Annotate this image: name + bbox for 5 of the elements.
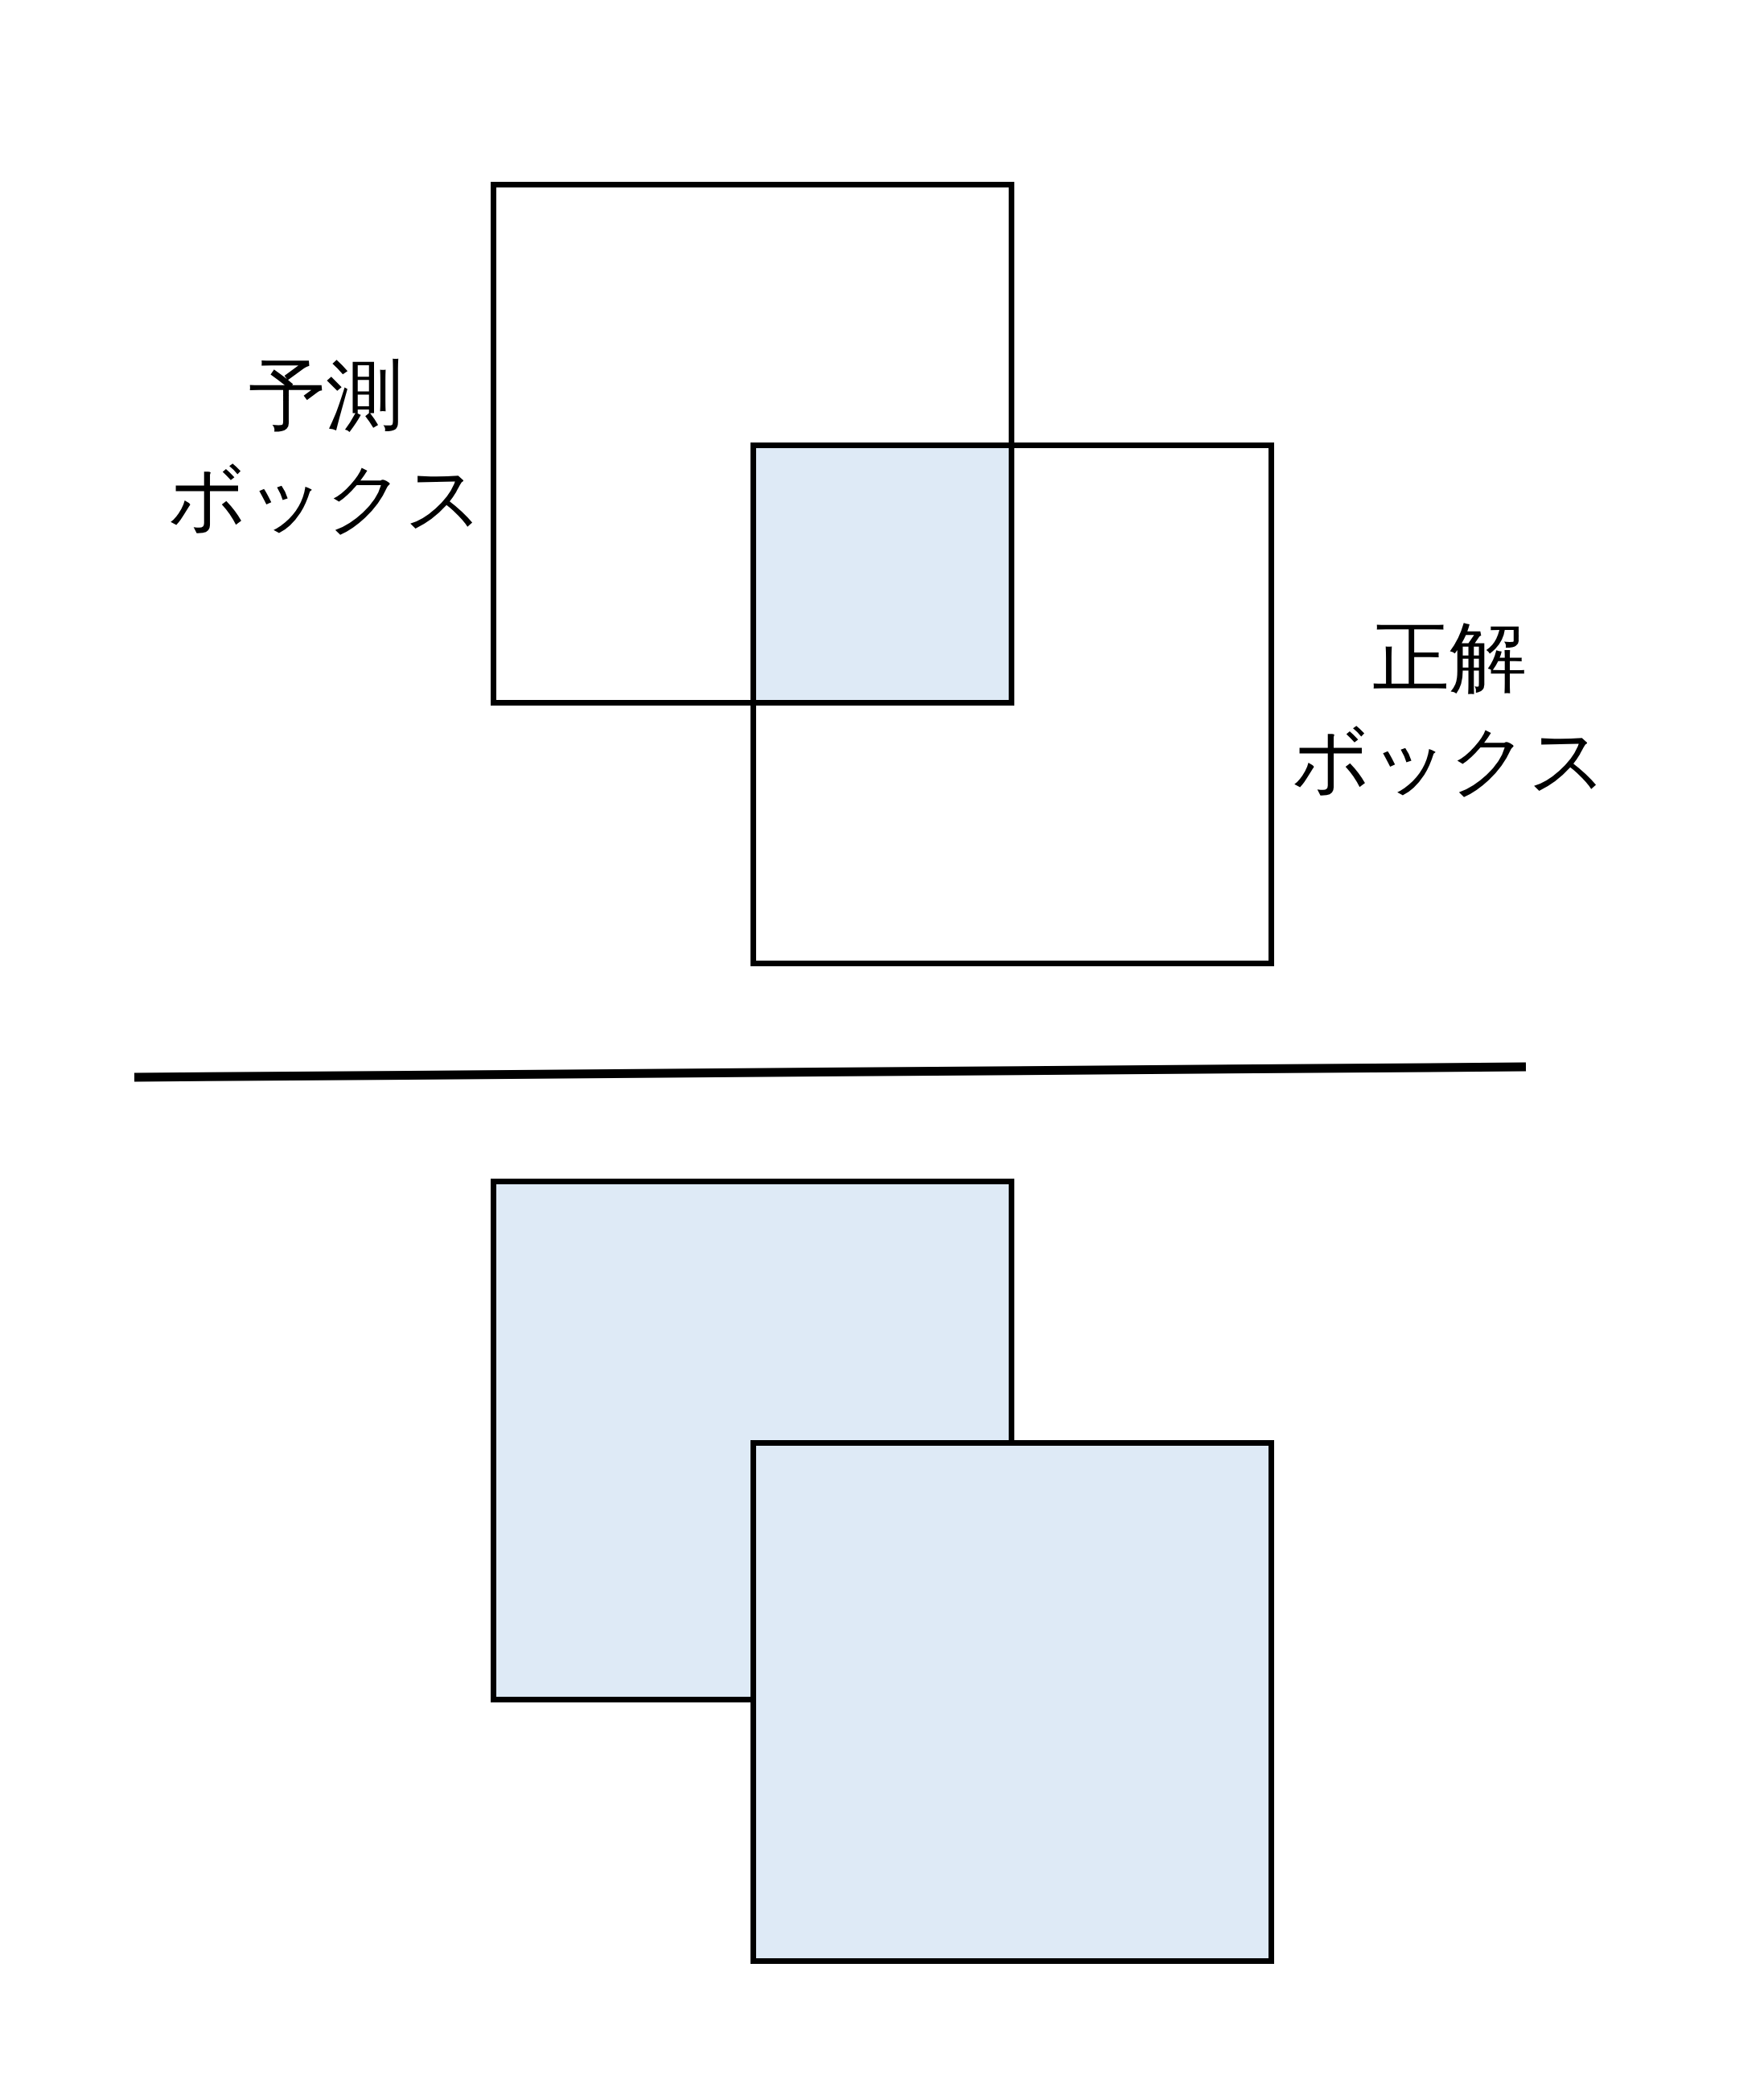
intersection-area <box>754 446 1011 702</box>
rear-box <box>491 1179 1014 1702</box>
box-label: 正解ボックス <box>1291 611 1608 807</box>
front-box <box>750 1440 1274 1964</box>
box-label: 予測ボックス <box>167 349 484 545</box>
